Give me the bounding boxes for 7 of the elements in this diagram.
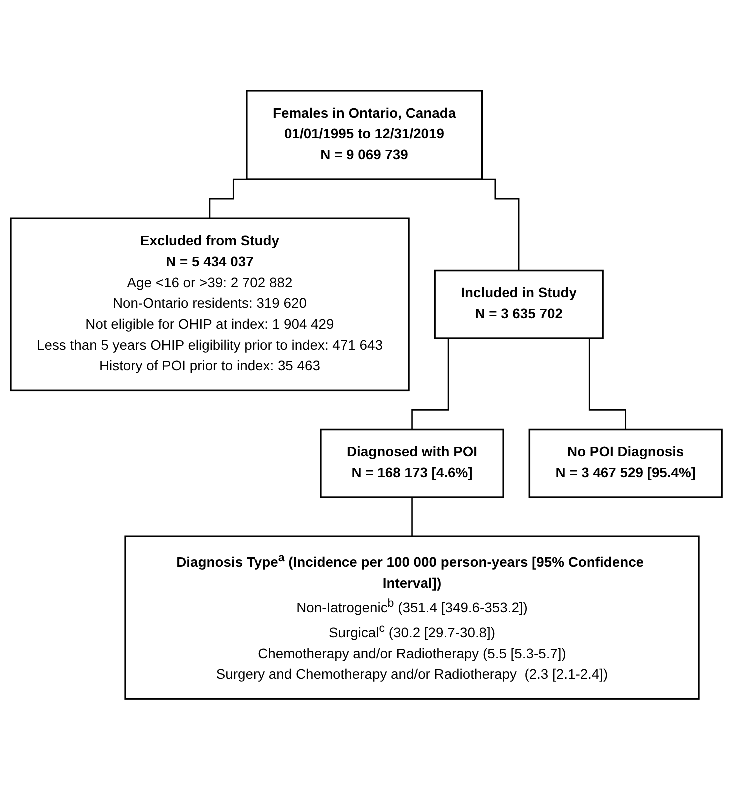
node-box <box>320 428 504 498</box>
node-box <box>434 270 604 340</box>
node-box <box>528 428 723 498</box>
node-box <box>124 536 700 700</box>
node-box <box>246 90 483 180</box>
connector <box>412 496 413 538</box>
node-box <box>10 218 410 392</box>
